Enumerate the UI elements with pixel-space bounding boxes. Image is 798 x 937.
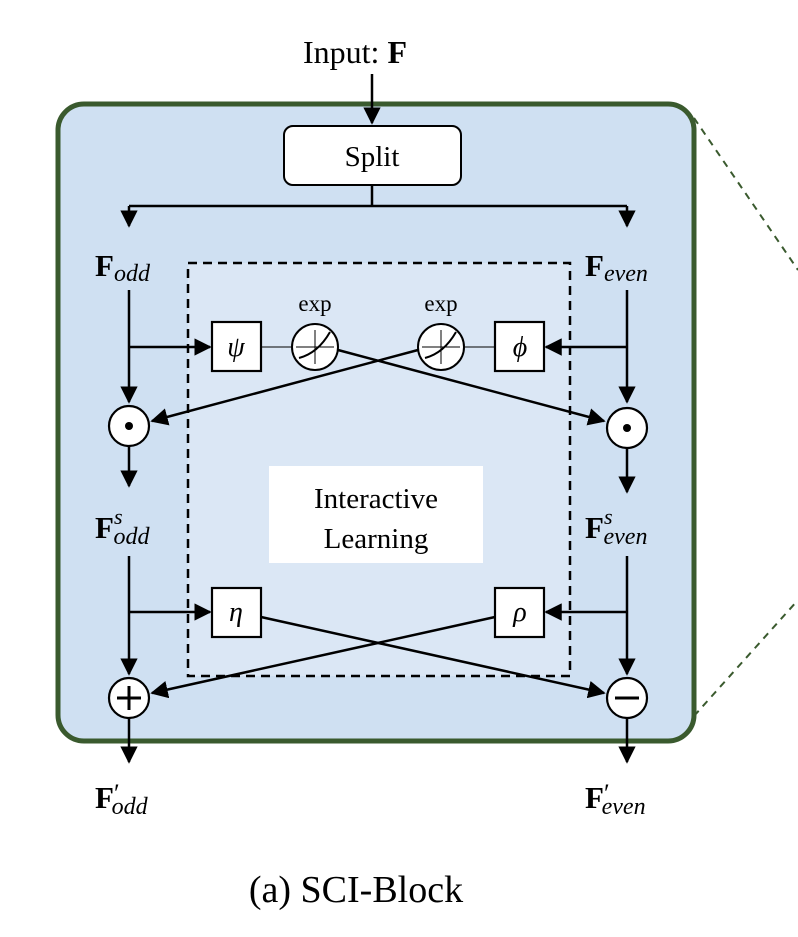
- phi-box: [493, 320, 546, 373]
- subtract-icon: [605, 676, 649, 720]
- f-odd-label: Fodd: [95, 248, 151, 287]
- f-odd-prime-label: F′odd: [95, 779, 149, 820]
- f-even-prime-label: F′even: [585, 779, 646, 820]
- split-label: Split: [345, 141, 400, 173]
- multiply-even-icon: [605, 406, 649, 450]
- zoom-connector-bottom: [693, 599, 798, 717]
- exp-left-to-even-multiply: [337, 348, 606, 426]
- interactive-learning-label-line2: Learning: [324, 523, 429, 555]
- add-icon: [107, 676, 151, 720]
- interactive-learning-label-box: [269, 466, 483, 563]
- exp-icon-right: [417, 323, 465, 371]
- f-even-label: Feven: [585, 248, 648, 287]
- figure-caption: (a) SCI-Block: [249, 869, 463, 911]
- eta-to-sub-arrow: [260, 615, 606, 699]
- eta-box: [210, 586, 263, 639]
- eta-symbol: η: [229, 597, 243, 628]
- interactive-learning-label-line1: Interactive: [314, 483, 438, 515]
- multiply-odd-icon: [107, 404, 151, 448]
- exp-icon-left: [291, 323, 339, 371]
- exp-label-right: exp: [424, 291, 457, 316]
- rho-to-add-arrow: [150, 615, 496, 699]
- rho-box: [493, 586, 546, 639]
- zoom-connector-top: [693, 117, 798, 271]
- rho-symbol: ρ: [512, 597, 526, 628]
- psi-box: [210, 320, 263, 373]
- input-label: Input: F: [303, 34, 407, 70]
- phi-symbol: ϕ: [513, 332, 528, 363]
- exp-right-to-odd-multiply: [150, 348, 419, 426]
- exp-label-left: exp: [298, 291, 331, 316]
- psi-symbol: ψ: [227, 332, 245, 363]
